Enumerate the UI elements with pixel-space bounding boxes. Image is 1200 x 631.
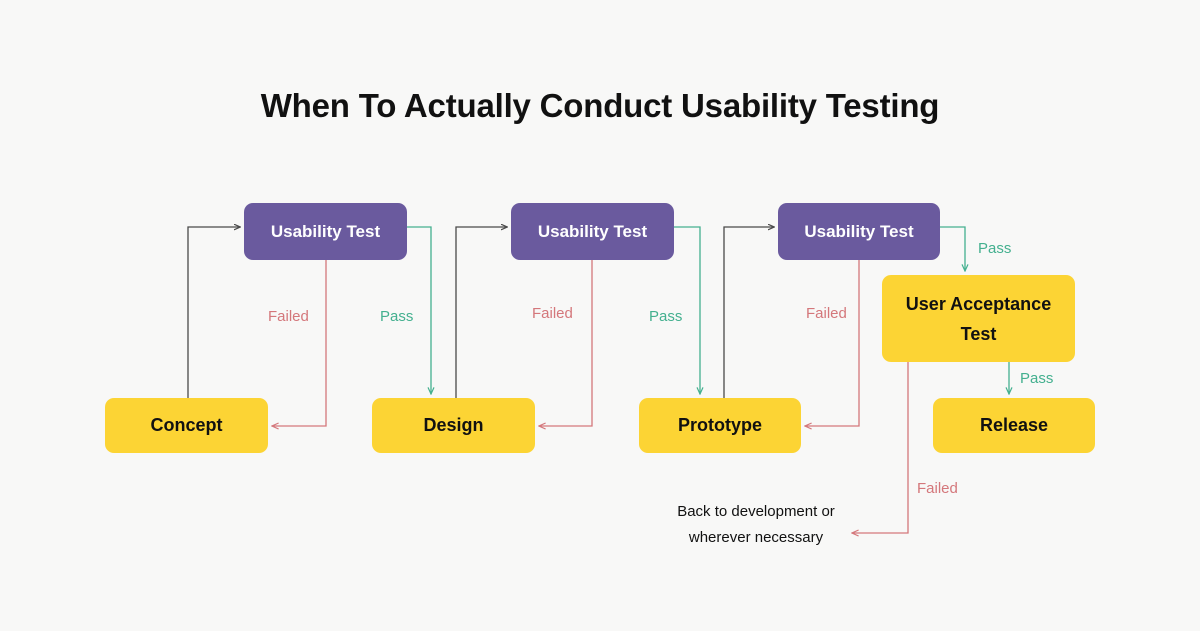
edge-test1-pass-to-design (407, 226, 431, 394)
node-prototype[interactable]: Prototype (639, 398, 801, 453)
node-usability-test-1[interactable]: Usability Test (244, 203, 407, 260)
edge-label-pass-4: Pass (1017, 370, 1057, 387)
node-design[interactable]: Design (372, 398, 535, 453)
annotation-back-to-development: Back to development or wherever necessar… (625, 499, 887, 551)
edge-test3-pass-to-uat (940, 226, 965, 271)
node-user-acceptance-test[interactable]: User Acceptance Test (882, 275, 1075, 362)
edge-test1-failed-to-concept (272, 260, 327, 426)
node-release[interactable]: Release (933, 398, 1095, 453)
node-release-label: Release (979, 415, 1049, 435)
annotation-line2: wherever necessary (688, 529, 824, 546)
node-uat-label-line2: Test (960, 323, 997, 344)
node-prototype-label: Prototype (677, 415, 762, 435)
node-concept[interactable]: Concept (105, 398, 268, 453)
edge-label-pass-1: Pass (377, 308, 417, 325)
edge-label-failed-2: Failed (529, 305, 576, 322)
node-usability-test-1-label: Usability Test (270, 221, 381, 241)
edge-label-failed-4: Failed (914, 480, 961, 497)
edge-uat-failed-to-backtodev (852, 362, 909, 533)
node-uat-label-line1: User Acceptance (905, 293, 1052, 314)
edge-label-pass-3: Pass (975, 240, 1015, 257)
edge-label-failed-1: Failed (265, 308, 312, 325)
node-usability-test-2-label: Usability Test (537, 221, 648, 241)
edge-concept-to-test1 (187, 227, 240, 398)
node-usability-test-3[interactable]: Usability Test (778, 203, 940, 260)
node-usability-test-2[interactable]: Usability Test (511, 203, 674, 260)
page-title: When To Actually Conduct Usability Testi… (260, 87, 940, 124)
annotation-line1: Back to development or (677, 503, 835, 520)
edge-test2-pass-to-prototype (674, 226, 700, 394)
edge-label-pass-2: Pass (646, 308, 686, 325)
edge-label-failed-3: Failed (803, 305, 850, 322)
edge-design-to-test2 (455, 227, 507, 398)
node-design-label: Design (423, 415, 484, 435)
edge-test3-failed-to-prototype (805, 260, 860, 426)
edge-prototype-to-test3 (723, 227, 774, 398)
node-concept-label: Concept (150, 415, 223, 435)
edge-test2-failed-to-design (539, 260, 593, 426)
node-usability-test-3-label: Usability Test (804, 221, 914, 241)
